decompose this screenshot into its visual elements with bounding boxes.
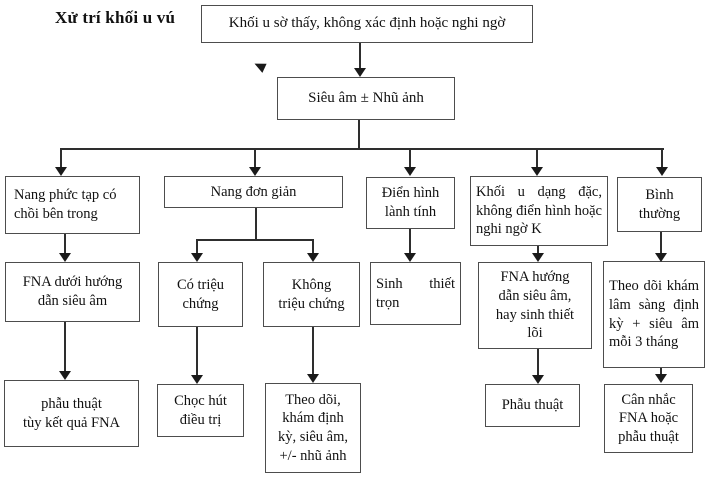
- arrow-normal-to-followup-icon: [655, 253, 667, 262]
- node-complex-cyst-label: Nang phức tạp có chồi bên trong: [14, 187, 117, 222]
- arrow-fna-core-to-surgery-icon: [532, 375, 544, 384]
- node-simple-cyst: Nang đơn giản: [164, 176, 343, 208]
- arrow-complex-cyst-to-fna-icon: [59, 253, 71, 262]
- connector-simple-cyst-split: [196, 239, 314, 241]
- node-fna-guided-label: FNA dưới hướng dẫn siêu âm: [22, 274, 123, 309]
- node-therapeutic-aspiration: Chọc hút điều trị: [157, 384, 244, 437]
- node-root-label: Khối u sờ thấy, không xác định hoặc nghi…: [228, 15, 506, 32]
- node-consider-fna-or-surgery: Cân nhắc FNA hoặc phẫu thuật: [604, 384, 693, 453]
- node-normal: Bình thường: [617, 177, 702, 232]
- page-title: Xử trí khối u vú: [55, 8, 176, 27]
- node-symptomatic-label: Có triệu chứng: [176, 276, 225, 312]
- node-fna-or-core: FNA hướng dẫn siêu âm, hay sinh thiết lõ…: [478, 262, 592, 349]
- node-solid-mass: Khối u dạng đặc, không điển hình hoặc ng…: [470, 176, 608, 246]
- connector-hub-to-normal: [661, 149, 663, 168]
- connector-hub-to-solid-mass: [536, 149, 538, 168]
- arrow-followup-to-consider-icon: [655, 374, 667, 383]
- connector-fna-to-surgery-per-fna: [64, 322, 66, 372]
- node-simple-cyst-label: Nang đơn giản: [210, 183, 297, 200]
- arrow-hub-to-complex-cyst-icon: [55, 167, 67, 176]
- arrow-asymptomatic-to-followup-imaging-icon: [307, 374, 319, 383]
- node-imaging-label: Siêu âm ± Nhũ ảnh: [308, 89, 424, 106]
- node-surgery-per-fna: phẫu thuật tùy kết quả FNA: [4, 380, 139, 447]
- node-excision-biopsy: Sinh thiết trọn: [370, 262, 461, 325]
- arrow-root-to-imaging-icon: [354, 68, 366, 77]
- node-asymptomatic: Không triệu chứng: [263, 262, 360, 327]
- node-fna-or-core-label: FNA hướng dẫn siêu âm, hay sinh thiết lõ…: [495, 269, 575, 342]
- node-typical-benign-label: Điển hình lành tính: [381, 185, 440, 220]
- arrow-split-to-symptomatic-icon: [191, 253, 203, 262]
- connector-hub-horizontal: [60, 148, 664, 150]
- node-root: Khối u sờ thấy, không xác định hoặc nghi…: [201, 5, 533, 43]
- connector-hub-to-simple-cyst: [254, 149, 256, 168]
- arrow-left-stray-icon: [252, 59, 267, 73]
- node-solid-mass-label: Khối u dạng đặc, không điển hình hoặc ng…: [476, 184, 602, 238]
- arrow-split-to-asymptomatic-icon: [307, 253, 319, 262]
- connector-root-to-imaging: [359, 43, 361, 70]
- arrow-fna-to-surgery-per-fna-icon: [59, 371, 71, 380]
- arrow-hub-to-normal-icon: [656, 167, 668, 176]
- connector-hub-to-complex-cyst: [60, 149, 62, 168]
- node-periodic-followup: Theo dõi khám lâm sàng định kỳ + siêu âm…: [603, 261, 705, 368]
- node-followup-imaging-label: Theo dõi, khám định kỳ, siêu âm, +/- nhũ…: [277, 391, 349, 464]
- node-typical-benign: Điển hình lành tính: [366, 177, 455, 229]
- node-therapeutic-aspiration-label: Chọc hút điều trị: [174, 392, 227, 428]
- node-followup-imaging: Theo dõi, khám định kỳ, siêu âm, +/- nhũ…: [265, 383, 361, 473]
- arrow-hub-to-simple-cyst-icon: [249, 167, 261, 176]
- node-excision-biopsy-label: Sinh thiết trọn: [376, 275, 455, 311]
- connector-solid-mass-to-fna-core: [537, 246, 539, 254]
- connector-typical-benign-to-biopsy: [409, 229, 411, 254]
- node-surgery-label: Phẫu thuật: [501, 397, 564, 414]
- arrow-hub-to-typical-benign-icon: [404, 167, 416, 176]
- connector-complex-cyst-to-fna: [64, 234, 66, 254]
- node-symptomatic: Có triệu chứng: [158, 262, 243, 327]
- connector-hub-to-typical-benign: [409, 149, 411, 168]
- connector-followup-to-consider: [660, 368, 662, 375]
- node-surgery-per-fna-label: phẫu thuật tùy kết quả FNA: [22, 395, 121, 431]
- connector-split-to-symptomatic: [196, 240, 198, 254]
- arrow-hub-to-solid-mass-icon: [531, 167, 543, 176]
- connector-asymptomatic-to-followup-imaging: [312, 327, 314, 375]
- node-imaging: Siêu âm ± Nhũ ảnh: [277, 77, 455, 120]
- node-fna-guided: FNA dưới hướng dẫn siêu âm: [5, 262, 140, 322]
- connector-symptomatic-to-aspiration: [196, 327, 198, 376]
- arrow-typical-benign-to-biopsy-icon: [404, 253, 416, 262]
- connector-imaging-to-hub: [358, 120, 360, 150]
- node-complex-cyst: Nang phức tạp có chồi bên trong: [5, 176, 140, 234]
- arrow-symptomatic-to-aspiration-icon: [191, 375, 203, 384]
- node-asymptomatic-label: Không triệu chứng: [278, 276, 345, 312]
- connector-simple-cyst-stem: [255, 208, 257, 241]
- connector-split-to-asymptomatic: [312, 240, 314, 254]
- node-normal-label: Bình thường: [638, 186, 681, 222]
- connector-normal-to-followup: [660, 232, 662, 254]
- node-surgery: Phẫu thuật: [485, 384, 580, 427]
- node-consider-fna-or-surgery-label: Cân nhắc FNA hoặc phẫu thuật: [618, 391, 679, 445]
- arrow-solid-mass-to-fna-core-icon: [532, 253, 544, 262]
- connector-fna-core-to-surgery: [537, 349, 539, 376]
- node-periodic-followup-label: Theo dõi khám lâm sàng định kỳ + siêu âm…: [609, 278, 699, 351]
